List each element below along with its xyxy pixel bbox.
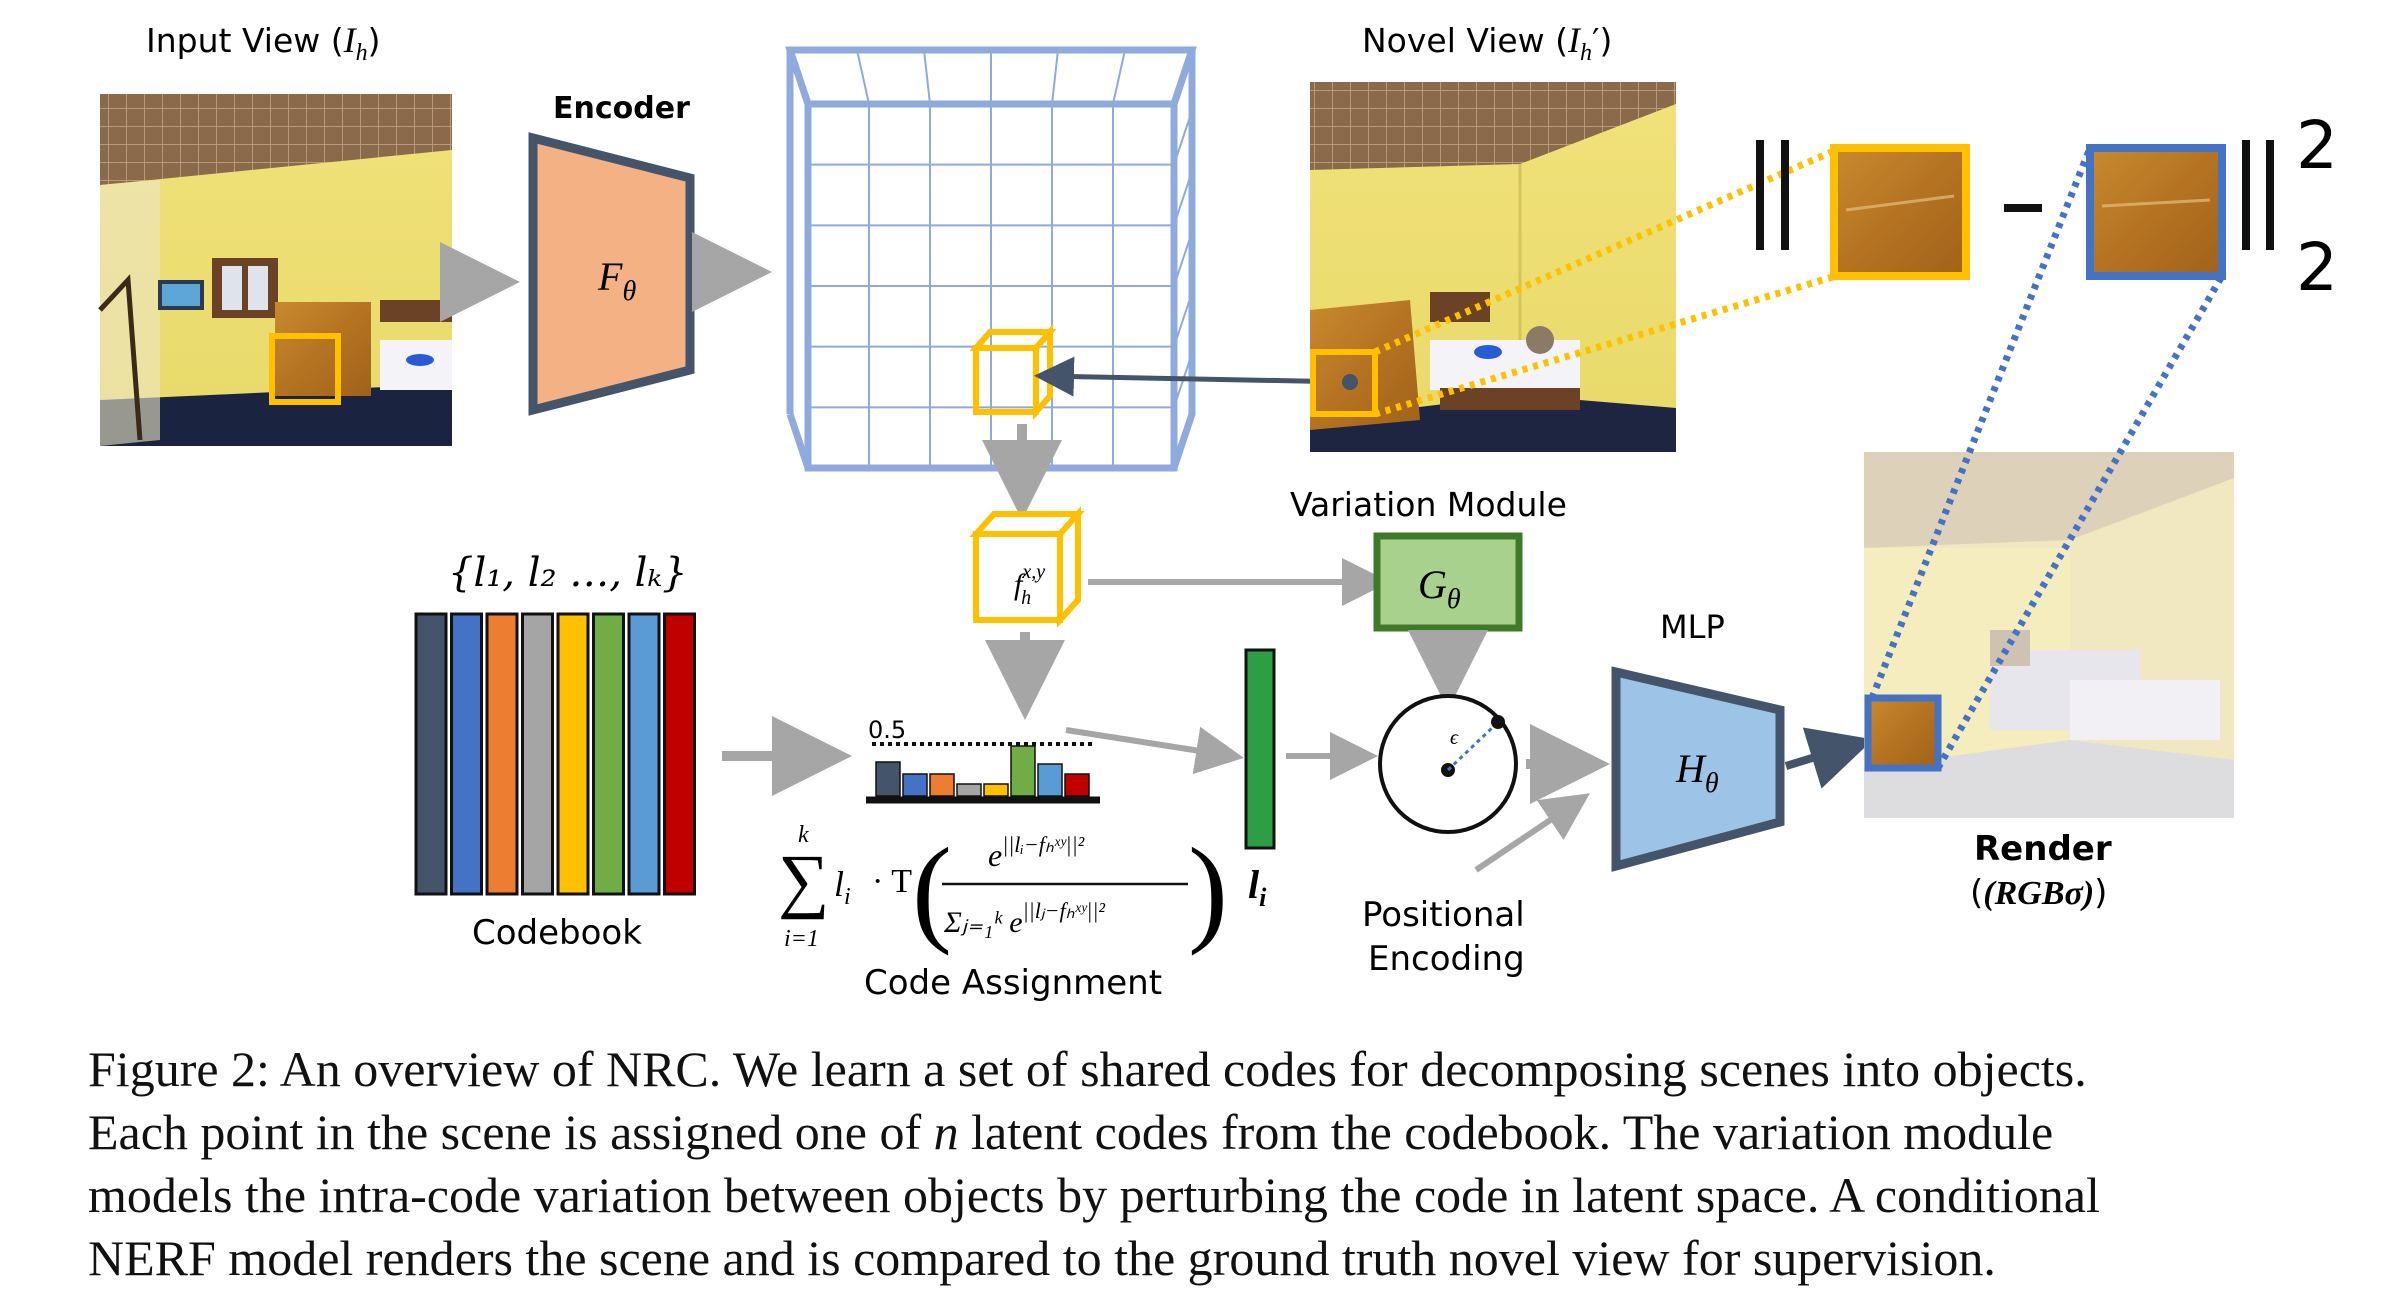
gt-patch <box>1830 144 1970 280</box>
threshold-label: 0.5 <box>868 716 906 744</box>
grid-line <box>1173 292 1193 347</box>
codebook-label: Codebook <box>472 913 642 953</box>
epsilon-vector <box>1446 726 1494 772</box>
grid-line <box>1112 49 1126 105</box>
codebook-entry <box>627 612 661 896</box>
assignment-bar <box>1010 745 1036 797</box>
sum-lower: i=1 <box>784 926 819 952</box>
assignment-formula: k ∑ i=1 li · T ( e||lᵢ−fₕˣʸ||² Σⱼ₌₁ᵏ e||… <box>778 822 1228 956</box>
denominator: Σⱼ₌₁ᵏ e||lⱼ−fₕˣʸ||² <box>943 898 1105 939</box>
novel-view: Novel View (Ih′) <box>1310 20 1676 452</box>
arrow-mlp-to-render <box>1784 727 1874 789</box>
grid-line <box>1173 110 1193 165</box>
mlp: MLP Hθ <box>1611 608 1785 872</box>
caption-n: n <box>933 1104 959 1160</box>
codebook-entry <box>556 612 590 896</box>
yellow-projection-bottom <box>1373 272 1838 418</box>
codebook: {l₁, l₂ …, lₖ} Codebook <box>414 550 696 953</box>
assignment-bar <box>1037 763 1063 797</box>
grid-line <box>923 49 931 105</box>
encoder-label: Encoder <box>553 91 690 126</box>
encoder-block <box>528 132 695 416</box>
caption-line-2: Each point in the scene is assigned one … <box>88 1101 2378 1164</box>
caption-line-2a: Each point in the scene is assigned one … <box>88 1104 934 1160</box>
positional-encoding: Positional Encoding <box>1362 895 1525 979</box>
term: li <box>834 864 851 910</box>
codebook-entry <box>414 612 448 896</box>
encoder-symbol: Fθ <box>597 254 636 307</box>
caption-line-4: NERF model renders the scene and is comp… <box>88 1230 1996 1286</box>
variation-module: Variation Module Gθ <box>1290 485 1567 632</box>
mlp-symbol: Hθ <box>1675 746 1719 799</box>
grid-line <box>856 49 870 105</box>
novel-view-label: Novel View (Ih′) <box>1362 20 1612 66</box>
codebook-entry <box>450 612 483 896</box>
variation-symbol: Gθ <box>1418 562 1461 615</box>
input-view-image <box>98 94 452 446</box>
codebook-entry <box>663 612 696 896</box>
codebook-set-label: {l₁, l₂ …, lₖ} <box>448 550 688 596</box>
codebook-entry <box>485 612 519 896</box>
arrow-novel-to-voxel <box>1034 356 1351 397</box>
assignment-bar <box>1064 773 1090 797</box>
sum-symbol: ∑ <box>778 840 829 920</box>
encoder: Encoder Fθ <box>528 91 695 416</box>
mlp-block <box>1611 666 1785 872</box>
codebook-entry <box>592 612 625 896</box>
rendered-image <box>1864 452 2234 818</box>
arrow-positional-to-mlp <box>1474 793 1590 873</box>
numerator: e||lᵢ−fₕˣʸ||² <box>988 832 1085 873</box>
grid-line <box>1173 171 1193 226</box>
assignment-bar <box>875 761 901 797</box>
variation-block <box>1373 532 1523 632</box>
rendered-patch <box>2086 144 2226 280</box>
grid-line <box>1051 49 1059 105</box>
reconstruction-loss: 2 2 <box>1756 107 2338 306</box>
grid-line <box>1173 231 1193 287</box>
loss-subscript: 2 <box>2296 229 2338 306</box>
selected-code: li <box>1244 648 1276 912</box>
novel-view-image <box>1310 82 1676 452</box>
sum-upper: k <box>798 822 809 848</box>
variation-module-label: Variation Module <box>1290 485 1567 524</box>
codebook-bars <box>414 612 696 896</box>
code-assignment: 0.5 k ∑ i=1 li · T ( e||lᵢ−fₕˣʸ||² Σⱼ₌₁ᵏ… <box>778 716 1228 1003</box>
left-paren: ( <box>912 823 952 956</box>
caption-line-2b: latent codes from the codebook. The vari… <box>958 1104 2054 1160</box>
right-paren: ) <box>1188 823 1228 956</box>
dot-t: · T <box>872 863 912 900</box>
rendered-view: Render ((RGBσ)) <box>1864 452 2234 913</box>
feature-volume <box>785 46 1197 472</box>
blue-projection-right <box>1934 274 2226 770</box>
mlp-label: MLP <box>1660 608 1725 646</box>
loss-exponent: 2 <box>2296 107 2338 184</box>
nrc-overview-diagram: Input View (Ih) Encoder Fθ <box>98 20 2338 1003</box>
positional-encoding-line2: Encoding <box>1368 939 1525 979</box>
render-label: Render <box>1974 829 2112 869</box>
selected-code-label: li <box>1248 862 1267 912</box>
input-view: Input View (Ih) <box>98 20 452 446</box>
render-output-label: ((RGBσ)) <box>1970 873 2107 913</box>
arrow-assignment-to-code <box>1065 726 1244 775</box>
perturbed-code <box>1491 715 1505 729</box>
assignment-histogram <box>875 745 1090 797</box>
assignment-bar <box>983 783 1009 797</box>
latent-perturbation: ϵ <box>1378 694 1518 834</box>
figure-caption: Figure 2: An overview of NRC. We learn a… <box>88 1038 2378 1290</box>
assignment-bar <box>929 773 955 797</box>
selected-code-bar <box>1244 648 1276 850</box>
caption-line-3: models the intra-code variation between … <box>88 1167 2100 1223</box>
rendered-patch-highlight <box>1864 694 1942 772</box>
positional-encoding-line1: Positional <box>1362 895 1525 935</box>
codebook-entry <box>521 612 554 896</box>
epsilon-label: ϵ <box>1450 727 1459 749</box>
assignment-bar <box>956 783 982 797</box>
assignment-bar <box>902 773 928 797</box>
input-view-label: Input View (Ih) <box>146 20 381 66</box>
caption-line-1: Figure 2: An overview of NRC. We learn a… <box>88 1041 2087 1097</box>
code-assignment-label: Code Assignment <box>864 963 1162 1003</box>
